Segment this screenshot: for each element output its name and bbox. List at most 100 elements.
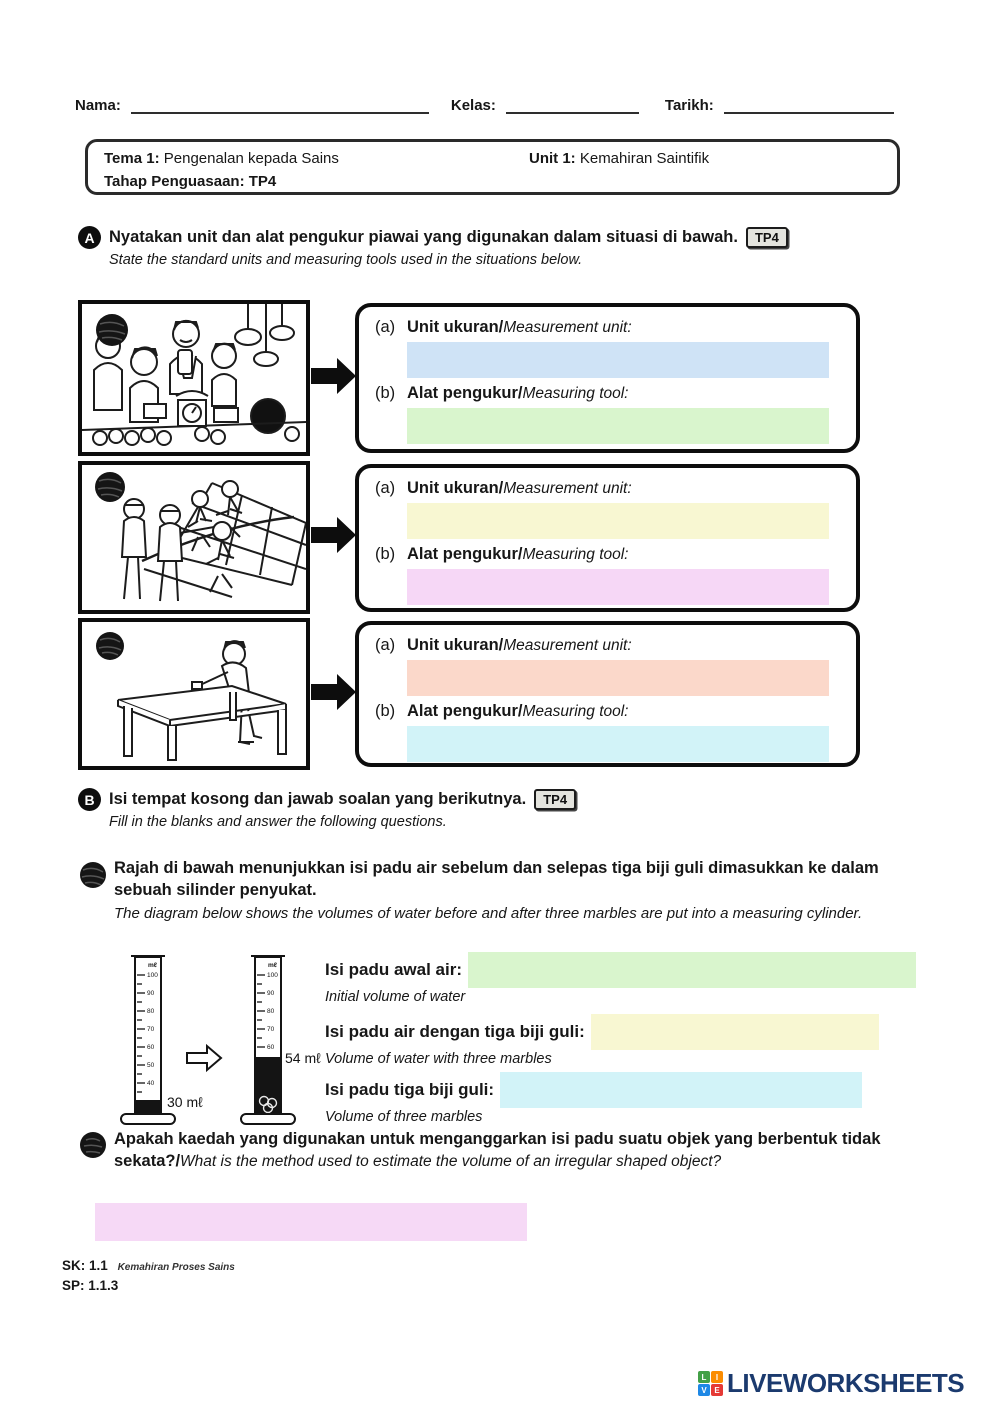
vol-blank-marbles[interactable] bbox=[500, 1072, 863, 1108]
item-b-label: (b) bbox=[375, 545, 396, 563]
unit-ukuran-en: Measurement unit: bbox=[503, 637, 632, 654]
race-scene-drawing bbox=[95, 472, 307, 602]
unit-ukuran-ms: Unit ukuran/ bbox=[407, 479, 504, 497]
before-volume-label: 30 mℓ bbox=[167, 1094, 203, 1110]
alat-pengukur-en: Measuring tool: bbox=[522, 703, 629, 720]
answer-blank-unit-2[interactable] bbox=[407, 503, 829, 539]
question-2-text-ms: Apakah kaedah yang digunakan untuk menga… bbox=[114, 1130, 881, 1171]
vol-label-ms: Isi padu tiga biji guli: bbox=[325, 1080, 495, 1099]
svg-text:mℓ: mℓ bbox=[268, 962, 277, 969]
logo-square-l: L bbox=[698, 1371, 710, 1383]
unit-ukuran-ms: Unit ukuran/ bbox=[407, 636, 504, 654]
unit-ukuran-line: (a) Unit ukuran/Measurement unit: bbox=[375, 479, 842, 498]
scribbled-marker-icon bbox=[96, 314, 128, 346]
answer-blank-tool-1[interactable] bbox=[407, 408, 829, 444]
alat-pengukur-ms: Alat pengukur/ bbox=[407, 384, 523, 402]
answer-blank-unit-1[interactable] bbox=[407, 342, 829, 378]
answer-blank-tool-3[interactable] bbox=[407, 726, 829, 762]
question-2: Apakah kaedah yang digunakan untuk menga… bbox=[78, 1128, 948, 1173]
scribbled-marker-icon bbox=[95, 472, 125, 502]
vol-blank-with-marbles[interactable] bbox=[590, 1014, 879, 1050]
unit-ukuran-en: Measurement unit: bbox=[503, 480, 632, 497]
question-1-text-en: The diagram below shows the volumes of w… bbox=[114, 904, 863, 922]
header-row: Nama: Kelas: Tarikh: bbox=[75, 96, 943, 114]
scene-table-image bbox=[78, 618, 310, 770]
alat-pengukur-line: (b) Alat pengukur/Measuring tool: bbox=[375, 702, 842, 721]
alat-pengukur-en: Measuring tool: bbox=[522, 385, 629, 402]
scribbled-marker-icon bbox=[80, 1132, 106, 1158]
nama-input-line[interactable] bbox=[130, 96, 429, 114]
section-b-marker-icon: B bbox=[78, 788, 101, 811]
question-1-text-ms: Rajah di bawah menunjukkan isi padu air … bbox=[114, 859, 879, 899]
tema-line: Tema 1: Pengenalan kepada Sains bbox=[104, 150, 529, 167]
vol-label-ms: Isi padu air dengan tiga biji guli: bbox=[325, 1022, 585, 1041]
svg-text:60: 60 bbox=[267, 1044, 275, 1051]
liveworksheets-logo-icon: L I V E bbox=[698, 1371, 723, 1396]
scene-race-image bbox=[78, 461, 310, 614]
tp4-badge: TP4 bbox=[534, 789, 577, 810]
vol-label-en: Volume of water with three marbles bbox=[325, 1051, 552, 1067]
tahap-line: Tahap Penguasaan: TP4 bbox=[104, 173, 529, 190]
unit-text: Kemahiran Saintifik bbox=[579, 150, 710, 167]
scene-market-image bbox=[78, 300, 310, 456]
tarikh-input-line[interactable] bbox=[723, 96, 894, 114]
sk-value: 1.1 bbox=[89, 1258, 108, 1273]
sk-line: SK: 1.1 Kemahiran Proses Sains bbox=[62, 1256, 235, 1276]
vol-label-ms: Isi padu awal air: bbox=[325, 960, 462, 979]
section-a-title-ms: Nyatakan unit dan alat pengukur piawai y… bbox=[109, 228, 738, 246]
kelas-label: Kelas: bbox=[450, 97, 496, 114]
svg-text:100: 100 bbox=[147, 972, 158, 979]
scribbled-marker-icon bbox=[96, 632, 124, 660]
alat-pengukur-ms: Alat pengukur/ bbox=[407, 545, 523, 563]
sp-line: SP: 1.1.3 bbox=[62, 1276, 235, 1296]
item-b-label: (b) bbox=[375, 384, 396, 402]
answer-blank-tool-2[interactable] bbox=[407, 569, 829, 605]
item-a-label: (a) bbox=[375, 636, 396, 654]
alat-pengukur-ms: Alat pengukur/ bbox=[407, 702, 523, 720]
item-b-label: (b) bbox=[375, 702, 396, 720]
logo-square-i: I bbox=[711, 1371, 723, 1383]
table-scene-drawing bbox=[96, 632, 287, 761]
alat-pengukur-line: (b) Alat pengukur/Measuring tool: bbox=[375, 384, 842, 403]
unit-ukuran-line: (a)Unit ukuran/Measurement unit: bbox=[375, 318, 842, 337]
svg-text:40: 40 bbox=[147, 1080, 155, 1087]
curriculum-reference: SK: 1.1 Kemahiran Proses Sains SP: 1.1.3 bbox=[62, 1256, 235, 1295]
svg-text:mℓ: mℓ bbox=[148, 962, 157, 969]
unit-ukuran-line: (a) Unit ukuran/Measurement unit: bbox=[375, 636, 842, 655]
vol-label-en: Volume of three marbles bbox=[325, 1109, 483, 1125]
logo-square-v: V bbox=[698, 1384, 710, 1396]
section-a-title-en: State the standard units and measuring t… bbox=[109, 252, 583, 268]
tema-label: Tema 1: bbox=[104, 150, 160, 167]
section-b-heading: B Isi tempat kosong dan jawab soalan yan… bbox=[78, 788, 948, 830]
unit-ukuran-en: Measurement unit: bbox=[503, 319, 632, 336]
section-b-title-en: Fill in the blanks and answer the follow… bbox=[109, 814, 447, 830]
svg-text:70: 70 bbox=[147, 1026, 155, 1033]
item-a-label: (a) bbox=[375, 479, 396, 497]
answer-card-2: (a) Unit ukuran/Measurement unit: (b) Alat… bbox=[355, 464, 860, 612]
alat-pengukur-en: Measuring tool: bbox=[522, 546, 629, 563]
question-2-answer-blank[interactable] bbox=[95, 1203, 527, 1241]
after-volume-label: 54 mℓ bbox=[285, 1050, 321, 1066]
sk-label: SK: bbox=[62, 1258, 86, 1273]
vol-blank-initial[interactable] bbox=[468, 952, 916, 988]
svg-text:80: 80 bbox=[267, 1008, 275, 1015]
unit-ukuran-ms: Unit ukuran/ bbox=[407, 318, 504, 336]
liveworksheets-brand[interactable]: L I V E LIVEWORKSHEETS bbox=[698, 1368, 965, 1399]
section-b-title-ms: Isi tempat kosong dan jawab soalan yang … bbox=[109, 790, 527, 808]
unit-line: Unit 1: Kemahiran Saintifik bbox=[529, 150, 881, 184]
tp4-badge: TP4 bbox=[745, 227, 788, 248]
answer-card-3: (a) Unit ukuran/Measurement unit: (b) Alat… bbox=[355, 621, 860, 767]
brand-name: LIVEWORKSHEETS bbox=[727, 1368, 965, 1398]
answer-blank-unit-3[interactable] bbox=[407, 660, 829, 696]
nama-label: Nama: bbox=[75, 97, 121, 114]
vol-label-en: Initial volume of water bbox=[325, 989, 466, 1005]
svg-text:90: 90 bbox=[267, 990, 275, 997]
arrow-right-outline-icon bbox=[186, 1043, 223, 1073]
arrow-right-icon bbox=[311, 517, 356, 553]
logo-square-e: E bbox=[711, 1384, 723, 1396]
kelas-input-line[interactable] bbox=[505, 96, 639, 114]
section-a-heading: A Nyatakan unit dan alat pengukur piawai… bbox=[78, 226, 948, 268]
svg-text:60: 60 bbox=[147, 1044, 155, 1051]
vol-row-with-marbles: Isi padu air dengan tiga biji guli: Volu… bbox=[325, 1014, 925, 1067]
